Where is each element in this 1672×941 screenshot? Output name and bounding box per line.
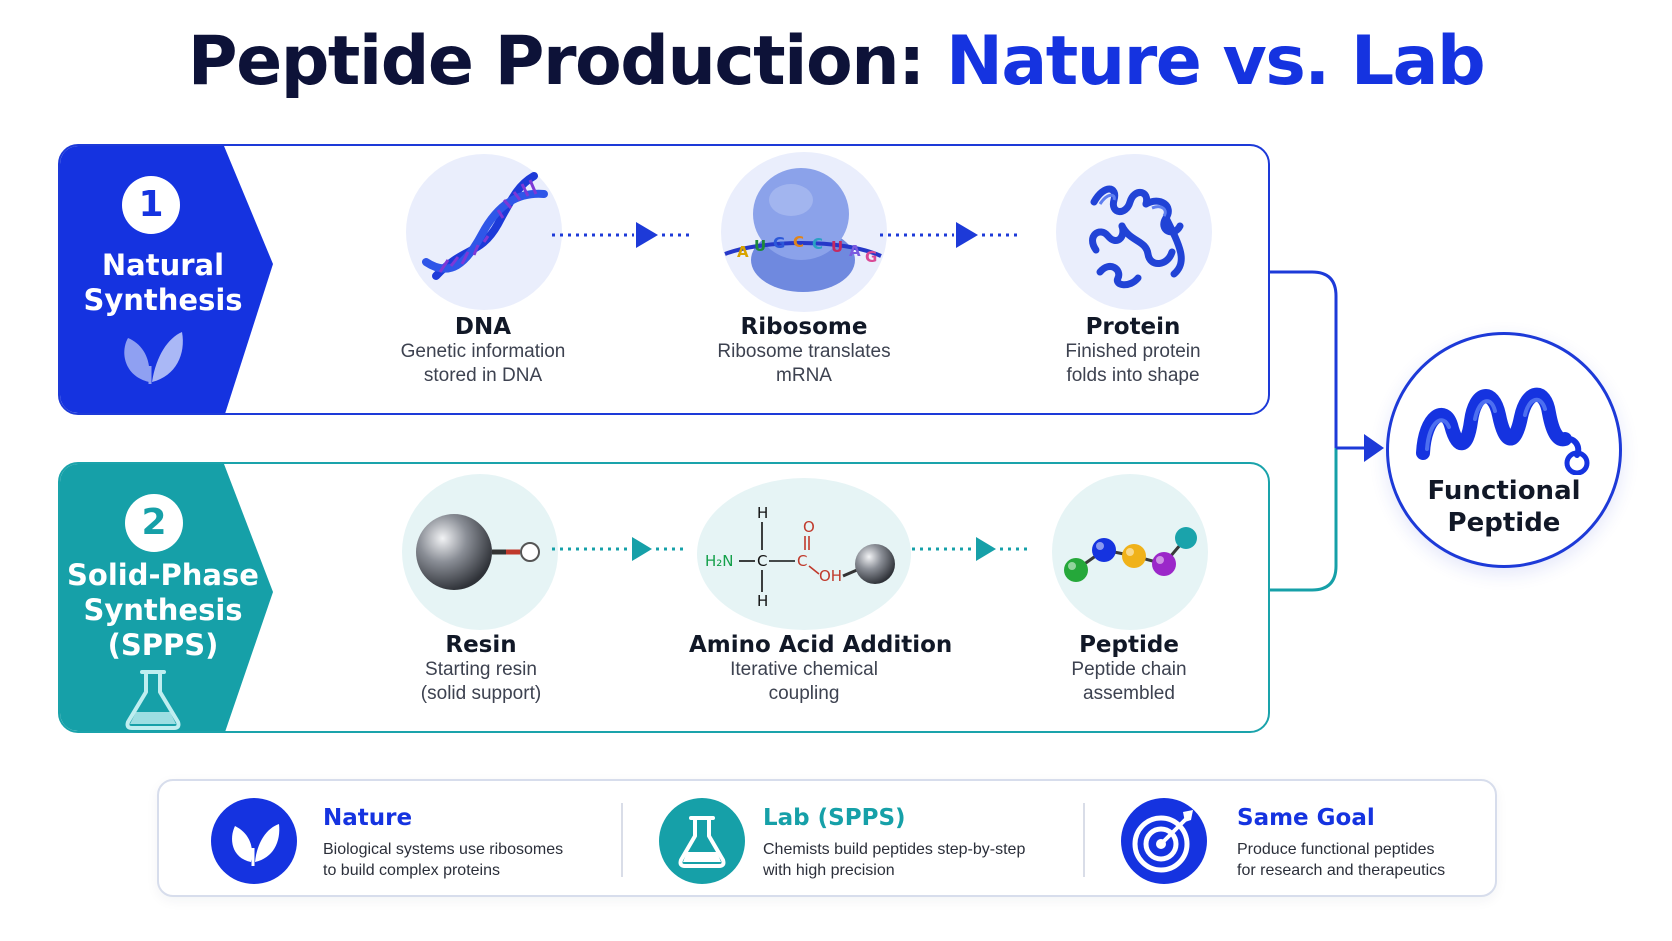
- svg-text:H₂N: H₂N: [705, 552, 734, 570]
- summary-item-nature: Nature Biological systems use ribosomes …: [211, 781, 611, 895]
- summary-item-goal: Same Goal Produce functional peptides fo…: [1121, 781, 1481, 895]
- summary-description: Biological systems use ribosomes to buil…: [323, 841, 564, 879]
- step-description: Finished protein folds into shape: [1065, 341, 1201, 386]
- summary-title: Lab (SPPS): [763, 805, 906, 831]
- resin-bead-icon: [416, 514, 540, 590]
- summary-description: Produce functional peptides for research…: [1237, 841, 1446, 879]
- step-dna: DNA Genetic information stored in DNA: [368, 146, 598, 413]
- amino-acid-structure-icon: H H H₂N C C O OH: [705, 504, 895, 610]
- folded-protein-icon: [1089, 185, 1185, 289]
- step-ribosome: A U G C C U A G Ribosome Ribosome transl…: [689, 146, 919, 413]
- page-title: Peptide Production: Nature vs. Lab: [0, 22, 1672, 101]
- step-number-badge: 2: [125, 494, 183, 552]
- summary-divider: [621, 803, 623, 877]
- mrna-letter: G: [773, 234, 785, 252]
- flask-icon: [125, 670, 181, 730]
- protein-circle: [1056, 154, 1212, 310]
- title-main: Peptide Production:: [187, 22, 946, 101]
- mrna-letter: U: [831, 238, 843, 256]
- step-description: Peptide chain assembled: [1071, 659, 1187, 704]
- mrna-letter: G: [865, 248, 877, 266]
- summary-title: Nature: [323, 805, 413, 831]
- step-description: Starting resin (solid support): [420, 659, 542, 704]
- spps-tab-background: [60, 464, 273, 731]
- step-title: Amino Acid Addition: [689, 632, 953, 658]
- summary-title: Same Goal: [1237, 805, 1375, 831]
- dna-helix-icon: [422, 172, 548, 280]
- title-accent: Nature vs. Lab: [945, 22, 1486, 101]
- summary-description: Chemists build peptides step-by-step wit…: [763, 841, 1026, 879]
- peptide-chain-icon: [1064, 527, 1197, 582]
- target-icon: [1132, 810, 1193, 873]
- step-peptide: Peptide Peptide chain assembled: [1014, 464, 1244, 731]
- resin-circle: [402, 474, 558, 630]
- spps-tab: 2 Solid-Phase Synthesis (SPPS): [60, 464, 290, 731]
- mrna-letter: C: [812, 235, 823, 253]
- svg-text:OH: OH: [819, 567, 842, 585]
- flask-icon: [678, 816, 726, 868]
- dotted-arrow-icon: [552, 222, 692, 248]
- step-description: Ribosome translates mRNA: [717, 341, 891, 386]
- step-title: Ribosome: [740, 314, 868, 340]
- step-title: Resin: [445, 632, 517, 658]
- mrna-letter: A: [737, 243, 749, 261]
- svg-text:H: H: [757, 592, 768, 610]
- functional-peptide-node: Functional Peptide: [1386, 332, 1622, 568]
- merge-connector: [1270, 270, 1384, 592]
- step-number-badge: 1: [122, 176, 180, 234]
- mrna-letter: A: [849, 242, 861, 260]
- mrna-letter: C: [793, 233, 804, 251]
- step-title: DNA: [454, 314, 512, 340]
- summary-item-lab: Lab (SPPS) Chemists build peptides step-…: [659, 781, 1079, 895]
- natural-synthesis-label: Natural Synthesis: [83, 248, 243, 317]
- natural-synthesis-tab: 1 Natural Synthesis: [60, 146, 290, 413]
- spps-label: Solid-Phase Synthesis (SPPS): [67, 558, 259, 662]
- dotted-arrow-icon: [912, 537, 1032, 561]
- natural-synthesis-row: 1 Natural Synthesis DNA Genetic: [58, 144, 1270, 415]
- amino-acid-circle: H H H₂N C C O OH: [697, 478, 911, 630]
- summary-panel: Nature Biological systems use ribosomes …: [157, 779, 1497, 897]
- mrna-letter: U: [754, 237, 766, 255]
- peptide-circle: [1052, 474, 1208, 630]
- svg-text:H: H: [757, 504, 768, 522]
- spps-row: 2 Solid-Phase Synthesis (SPPS) Resin: [58, 462, 1270, 733]
- dotted-arrow-icon: [552, 537, 686, 561]
- leaf-icon: [124, 332, 183, 384]
- step-amino-acid-addition: H H H₂N C C O OH: [689, 464, 953, 731]
- step-title: Peptide: [1079, 632, 1179, 658]
- step-resin: Resin Starting resin (solid support): [366, 464, 596, 731]
- dna-circle: [406, 154, 562, 310]
- dotted-arrow-icon: [880, 222, 1018, 248]
- natural-tab-background: [60, 146, 273, 413]
- functional-peptide-label: Functional Peptide: [1427, 476, 1581, 538]
- nature-icon-badge: [211, 798, 297, 884]
- step-description: Iterative chemical coupling: [730, 659, 878, 704]
- step-description: Genetic information stored in DNA: [400, 341, 566, 386]
- svg-text:O: O: [803, 518, 815, 536]
- step-protein: Protein Finished protein folds into shap…: [1018, 146, 1248, 413]
- goal-icon-badge: [1121, 798, 1207, 884]
- leaf-icon: [232, 824, 280, 866]
- svg-text:C: C: [797, 552, 807, 570]
- ribosome-icon: A U G C C U A G: [724, 168, 882, 292]
- lab-icon-badge: [659, 798, 745, 884]
- peptide-helix-icon: [1416, 387, 1590, 475]
- ribosome-circle: A U G C C U A G: [721, 152, 887, 312]
- step-title: Protein: [1085, 314, 1181, 340]
- summary-divider: [1083, 803, 1085, 877]
- svg-text:C: C: [757, 552, 767, 570]
